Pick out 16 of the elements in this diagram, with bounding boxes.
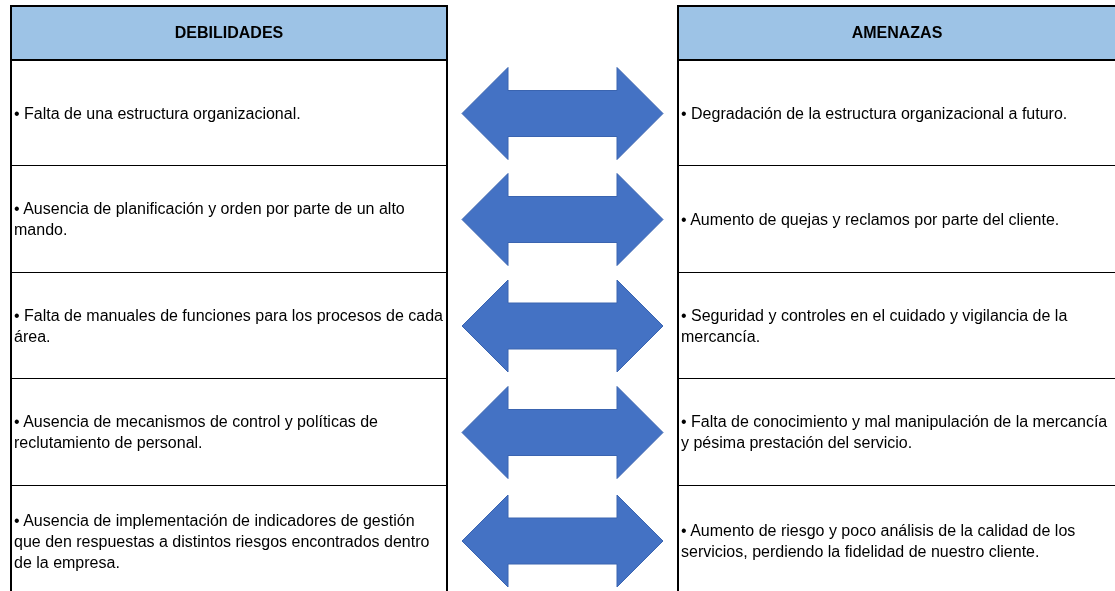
table-cell: • Falta de una estructura organizacional. (10, 61, 448, 166)
header-cell: DEBILIDADES (10, 5, 448, 61)
double-arrow (461, 494, 664, 588)
double-arrow (461, 67, 664, 160)
table-cell: • Degradación de la estructura organizacional a futuro. (677, 61, 1115, 166)
table-cell: • Falta de conocimiento y mal manipulación de la mercancía y pésima prestación del servicio. (677, 379, 1115, 486)
double-arrow (461, 173, 664, 266)
double-arrow (461, 279, 664, 373)
table-cell: • Ausencia de mecanismos de control y políticas de reclutamiento de personal. (10, 379, 448, 486)
table-cell: • Aumento de quejas y reclamos por parte del cliente. (677, 166, 1115, 273)
table-cell: • Falta de manuales de funciones para los procesos de cada área. (10, 273, 448, 379)
double-arrow (461, 386, 664, 479)
table-cell: • Ausencia de planificación y orden por parte de un alto mando. (10, 166, 448, 273)
header-cell: AMENAZAS (677, 5, 1115, 61)
table-cell: • Ausencia de implementación de indicadores de gestión que den respuestas a distintos riesgos encontrados dentro de la empresa. (10, 486, 448, 591)
table-cell: • Seguridad y controles en el cuidado y vigilancia de la mercancía. (677, 273, 1115, 379)
